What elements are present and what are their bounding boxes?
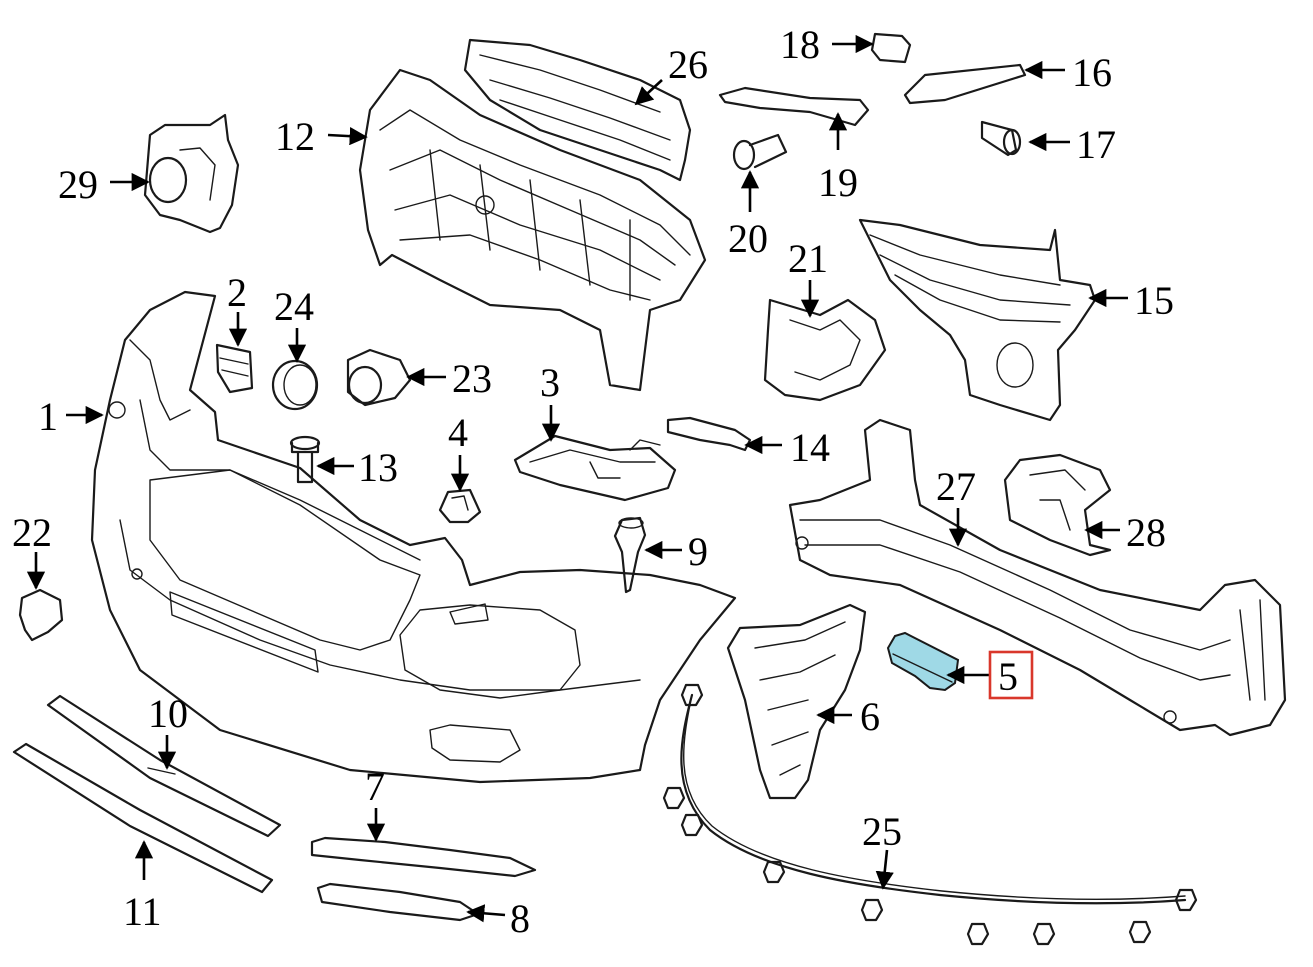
callout-11: 11 — [123, 889, 162, 934]
part-27-impact-beam — [788, 418, 1287, 737]
callout-23: 23 — [452, 356, 492, 401]
callout-7: 7 — [365, 764, 385, 809]
callout-17: 17 — [1076, 122, 1116, 167]
part-29-sensor-holder — [143, 113, 240, 234]
callout-27: 27 — [936, 464, 976, 509]
part-5-washer-cap-highlighted — [886, 631, 960, 692]
part-22-cap — [18, 588, 64, 642]
part-8-trim-strip — [316, 882, 480, 922]
callout-5-highlight-box — [988, 650, 1034, 700]
part-11-strip — [12, 742, 274, 894]
part-3-bracket — [513, 434, 677, 502]
part-2-clip — [215, 343, 254, 394]
leader-12 — [327, 127, 368, 146]
part-6-side-bracket — [726, 603, 867, 800]
part-10-strip — [46, 694, 282, 838]
part-19-bracket — [718, 86, 870, 127]
callout-14: 14 — [790, 425, 830, 470]
callout-18: 18 — [780, 22, 820, 67]
callout-26: 26 — [668, 42, 708, 87]
callout-15: 15 — [1134, 278, 1174, 323]
part-18-clip — [870, 32, 912, 64]
callout-24: 24 — [274, 284, 314, 329]
part-13-bolt — [289, 435, 321, 484]
part-4-clip — [438, 488, 482, 524]
callout-25: 25 — [862, 809, 902, 854]
part-21-bracket — [763, 298, 887, 402]
part-16-bracket — [903, 63, 1027, 105]
callout-20: 20 — [728, 216, 768, 261]
callout-16: 16 — [1072, 50, 1112, 95]
callout-9: 9 — [688, 529, 708, 574]
callout-2: 2 — [227, 270, 247, 315]
part-1-bumper-cover — [90, 290, 737, 784]
callout-28: 28 — [1126, 510, 1166, 555]
part-12-grille-support — [358, 68, 707, 392]
callout-13: 13 — [358, 445, 398, 490]
callout-29: 29 — [58, 162, 98, 207]
leader-8 — [466, 904, 506, 923]
part-20-screw — [732, 133, 788, 171]
callout-21: 21 — [788, 236, 828, 281]
callout-5: 5 — [998, 654, 1018, 699]
part-28-bracket — [1003, 453, 1112, 557]
callout-12: 12 — [275, 114, 315, 159]
leader-26 — [634, 79, 663, 106]
callout-8: 8 — [510, 896, 530, 941]
callout-10: 10 — [148, 691, 188, 736]
part-17-screw — [980, 120, 1022, 157]
leader-25 — [875, 849, 894, 890]
part-9-push-pin — [613, 516, 647, 594]
callout-3: 3 — [540, 360, 560, 405]
part-26-upper-support — [463, 38, 692, 182]
callout-1: 1 — [38, 394, 58, 439]
part-15-side-grille — [858, 218, 1097, 422]
callout-22: 22 — [12, 510, 52, 555]
leader-lines — [26, 34, 1128, 923]
part-7-trim-strip — [310, 836, 537, 878]
callout-labels: 1 2 3 4 5 6 7 8 9 10 11 12 13 14 15 16 1… — [12, 22, 1174, 941]
part-24-sensor-ring — [271, 359, 319, 411]
part-23-sensor — [346, 348, 412, 407]
callout-6: 6 — [860, 694, 880, 739]
part-14-bracket — [666, 416, 752, 452]
callout-4: 4 — [448, 410, 468, 455]
part-25-wiring-harness — [662, 683, 1198, 946]
callout-19: 19 — [818, 160, 858, 205]
